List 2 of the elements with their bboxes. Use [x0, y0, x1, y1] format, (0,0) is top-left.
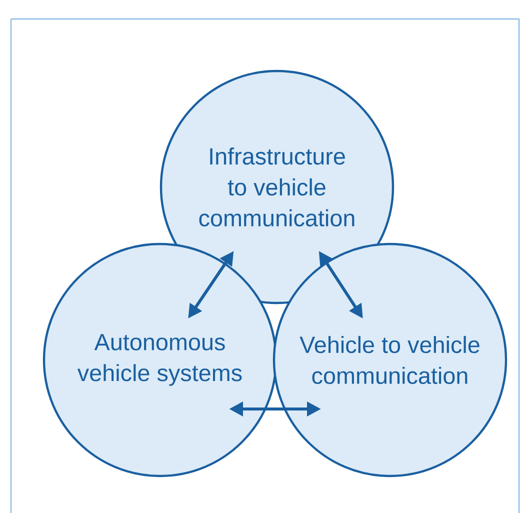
circle-node: Autonomous vehicle systems	[42, 242, 278, 478]
circle-node: Vehicle to vehicle communication	[272, 242, 508, 478]
